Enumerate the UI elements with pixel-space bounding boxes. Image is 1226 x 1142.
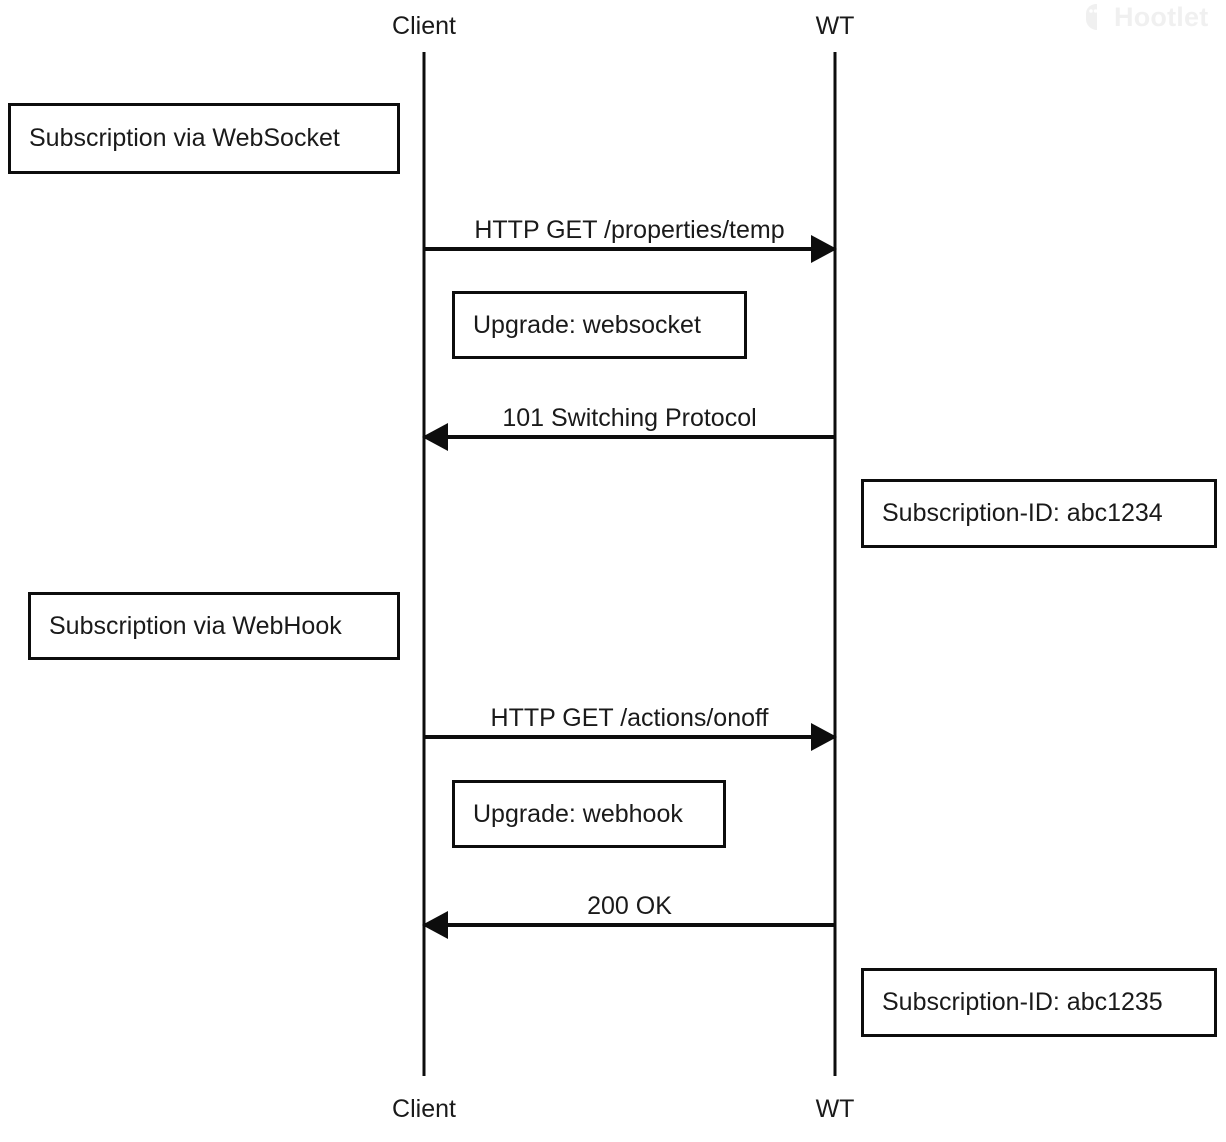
message-line [424,923,835,927]
note-upgrade-webhook-label: Upgrade: webhook [473,799,683,828]
actor-label-wt-bottom: WT [815,1095,855,1123]
note-upgrade-websocket-label: Upgrade: websocket [473,310,701,339]
message-200-ok-label: 200 OK [587,892,672,920]
note-subscription-id-abc1234-label: Subscription-ID: abc1234 [882,499,1163,527]
message-http-get-properties-temp: HTTP GET /properties/temp [424,218,837,263]
lifeline-wt [833,52,837,1076]
note-subscription-id-abc1235-label: Subscription-ID: abc1235 [882,988,1163,1016]
note-subscription-via-webhook: Subscription via WebHook [28,592,400,660]
note-subscription-id-abc1234: Subscription-ID: abc1234 [861,479,1217,548]
lifeline-client [422,52,426,1076]
arrow-left-icon [422,423,448,451]
message-line [424,735,835,739]
message-200-ok: 200 OK [422,894,835,939]
actor-label-wt-top: WT [815,12,855,40]
message-101-switching-protocol-label: 101 Switching Protocol [502,404,757,432]
message-101-switching-protocol: 101 Switching Protocol [422,406,835,451]
message-line [424,435,835,439]
note-subscription-via-webhook-label: Subscription via WebHook [49,611,342,640]
arrow-left-icon [422,911,448,939]
arrow-right-icon [811,723,837,751]
message-http-get-actions-onoff: HTTP GET /actions/onoff [424,706,837,751]
actor-label-client-top: Client [392,12,456,40]
note-subscription-via-websocket-label: Subscription via WebSocket [29,124,340,152]
note-subscription-via-websocket: Subscription via WebSocket [8,103,400,174]
message-line [424,247,835,251]
arrow-right-icon [811,235,837,263]
watermark-label: Hootlet [1114,1,1209,32]
actor-label-client-bottom: Client [392,1095,456,1123]
message-http-get-properties-temp-label: HTTP GET /properties/temp [474,216,785,244]
note-upgrade-webhook: Upgrade: webhook [452,780,726,848]
owl-icon [1086,4,1108,30]
message-http-get-actions-onoff-label: HTTP GET /actions/onoff [490,704,769,732]
hootlet-watermark: Hootlet [1086,0,1226,34]
note-subscription-id-abc1235: Subscription-ID: abc1235 [861,968,1217,1037]
note-upgrade-websocket: Upgrade: websocket [452,291,747,359]
